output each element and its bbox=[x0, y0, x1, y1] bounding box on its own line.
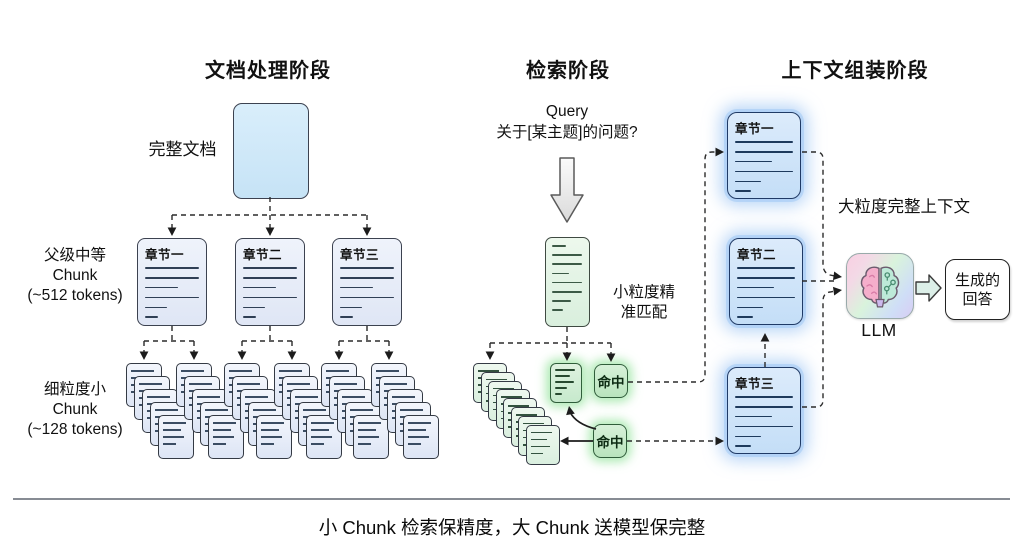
hit1-to-chapter1 bbox=[628, 151, 717, 383]
chapter1-to-llm bbox=[802, 151, 836, 277]
brain-icon bbox=[860, 266, 900, 308]
coarse-context-label: 大粒度完整上下文 bbox=[838, 198, 970, 216]
chapter-box-2: 章节二 bbox=[235, 238, 305, 326]
query-label: Query 关于[某主题]的问题? bbox=[496, 103, 638, 141]
stage1-title: 文档处理阶段 bbox=[205, 60, 331, 82]
chapter-title: 章节一 bbox=[735, 122, 775, 136]
generated-answer-box: 生成的 回答 bbox=[945, 259, 1010, 320]
chapter-title: 章节一 bbox=[145, 248, 185, 262]
chapter-title: 章节二 bbox=[737, 248, 777, 262]
arrowhead bbox=[832, 271, 842, 281]
arrowhead bbox=[566, 406, 575, 416]
assembled-chapter-box-1: 章节一 bbox=[727, 112, 801, 199]
arrowhead bbox=[362, 227, 372, 236]
assembled-chapter-box-2: 章节二 bbox=[729, 238, 803, 325]
chapter3-to-stacks bbox=[338, 326, 390, 353]
arrowhead bbox=[485, 351, 495, 360]
chapter-title: 章节三 bbox=[735, 377, 775, 391]
chapter3-to-llm bbox=[802, 290, 836, 408]
fulldoc-to-chapters bbox=[171, 197, 368, 229]
arrowhead bbox=[560, 436, 569, 446]
arrowhead bbox=[760, 333, 770, 342]
query-result-doc bbox=[545, 237, 590, 327]
query-down-arrow bbox=[550, 157, 584, 223]
small-chunk-card bbox=[158, 415, 194, 459]
small-chunk-card bbox=[353, 415, 389, 459]
arrowhead bbox=[265, 227, 275, 236]
querydoc-to-matches bbox=[489, 327, 612, 355]
arrowhead bbox=[167, 227, 177, 236]
chapter-box-3: 章节三 bbox=[332, 238, 402, 326]
full-document-box bbox=[233, 103, 309, 199]
full-document-label: 完整文档 bbox=[148, 140, 217, 159]
arrowhead bbox=[562, 352, 572, 361]
assembled-chapter-box-3: 章节三 bbox=[727, 367, 801, 454]
fine-chunk-label: 细粒度小 Chunk (~128 tokens) bbox=[27, 381, 123, 438]
fine-match-label: 小粒度精 准匹配 bbox=[612, 284, 675, 321]
chapter1-to-stacks bbox=[143, 326, 195, 353]
arrowhead bbox=[832, 286, 842, 296]
solid-connectors bbox=[566, 411, 597, 442]
arrowhead bbox=[384, 351, 394, 360]
arrowhead bbox=[139, 351, 149, 360]
small-chunk-card bbox=[525, 424, 560, 465]
chapter-title: 章节三 bbox=[340, 248, 380, 262]
small-chunk-card bbox=[403, 415, 439, 459]
arrowhead bbox=[334, 351, 344, 360]
arrowhead bbox=[287, 351, 297, 360]
chapter-box-1: 章节一 bbox=[137, 238, 207, 326]
arrowhead bbox=[237, 351, 247, 360]
stage3-title: 上下文组装阶段 bbox=[781, 60, 929, 82]
chapter-title: 章节二 bbox=[243, 248, 283, 262]
arrowhead bbox=[715, 436, 724, 446]
arrowhead bbox=[606, 353, 616, 362]
footer-caption: 小 Chunk 检索保精度，大 Chunk 送模型保完整 bbox=[318, 517, 706, 538]
arrowhead bbox=[189, 351, 199, 360]
stage2-title: 检索阶段 bbox=[526, 60, 610, 82]
hit2-to-card-curve bbox=[569, 411, 597, 430]
small-chunk-card bbox=[256, 415, 292, 459]
llm-label: LLM bbox=[861, 320, 897, 340]
llm-output-arrow bbox=[915, 274, 942, 302]
llm-box bbox=[846, 253, 914, 319]
hit-badge-1: 命中 bbox=[594, 364, 628, 398]
small-chunk-card bbox=[306, 415, 342, 459]
matched-chunk-card bbox=[550, 363, 582, 403]
chapter2-to-stacks bbox=[241, 326, 293, 353]
small-chunk-card bbox=[208, 415, 244, 459]
footer-divider bbox=[13, 498, 1010, 501]
arrowhead bbox=[715, 147, 724, 157]
parent-chunk-label: 父级中等 Chunk (~512 tokens) bbox=[27, 247, 123, 304]
hit-badge-2: 命中 bbox=[593, 424, 627, 458]
